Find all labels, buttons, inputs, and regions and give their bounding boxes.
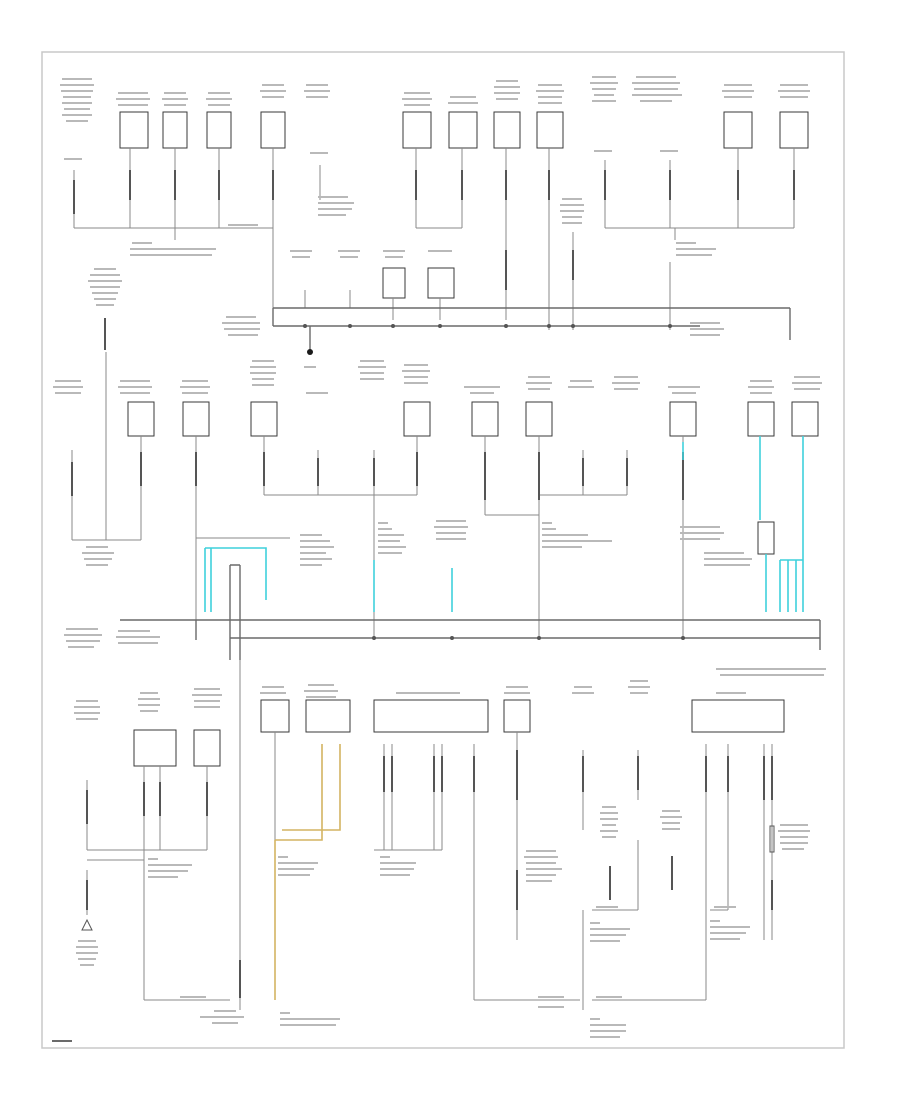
component-box	[382, 267, 406, 299]
component-box	[206, 111, 232, 149]
component-box	[669, 401, 697, 437]
component-box	[127, 401, 155, 437]
component-box	[250, 401, 278, 437]
component-box	[162, 111, 188, 149]
upper-bus-section	[88, 232, 791, 368]
component-box	[448, 111, 478, 149]
top-row-components	[60, 76, 810, 330]
component-box	[403, 401, 431, 437]
component-box	[305, 699, 351, 733]
component-box	[373, 699, 489, 733]
middle-row-components	[53, 352, 826, 676]
ground-symbol	[81, 918, 93, 931]
component-box	[493, 111, 521, 149]
component-box	[791, 401, 819, 437]
component-box	[757, 521, 775, 555]
component-box	[503, 699, 531, 733]
component-box	[747, 401, 775, 437]
component-box	[260, 111, 286, 149]
component-box	[525, 401, 553, 437]
figure-id-mark	[52, 1040, 72, 1042]
component-box	[723, 111, 753, 149]
component-box	[193, 729, 221, 767]
component-box	[691, 699, 785, 733]
component-box	[471, 401, 499, 437]
component-box	[427, 267, 455, 299]
component-box	[133, 729, 177, 767]
diagram-frame	[41, 51, 845, 1049]
component-box	[536, 111, 564, 149]
lower-row-components	[74, 660, 810, 1038]
connector-bracket	[769, 825, 775, 853]
component-box	[260, 699, 290, 733]
component-box	[182, 401, 210, 437]
ground-point-marker	[307, 349, 313, 355]
component-box	[779, 111, 809, 149]
component-box	[119, 111, 149, 149]
component-box	[402, 111, 432, 149]
